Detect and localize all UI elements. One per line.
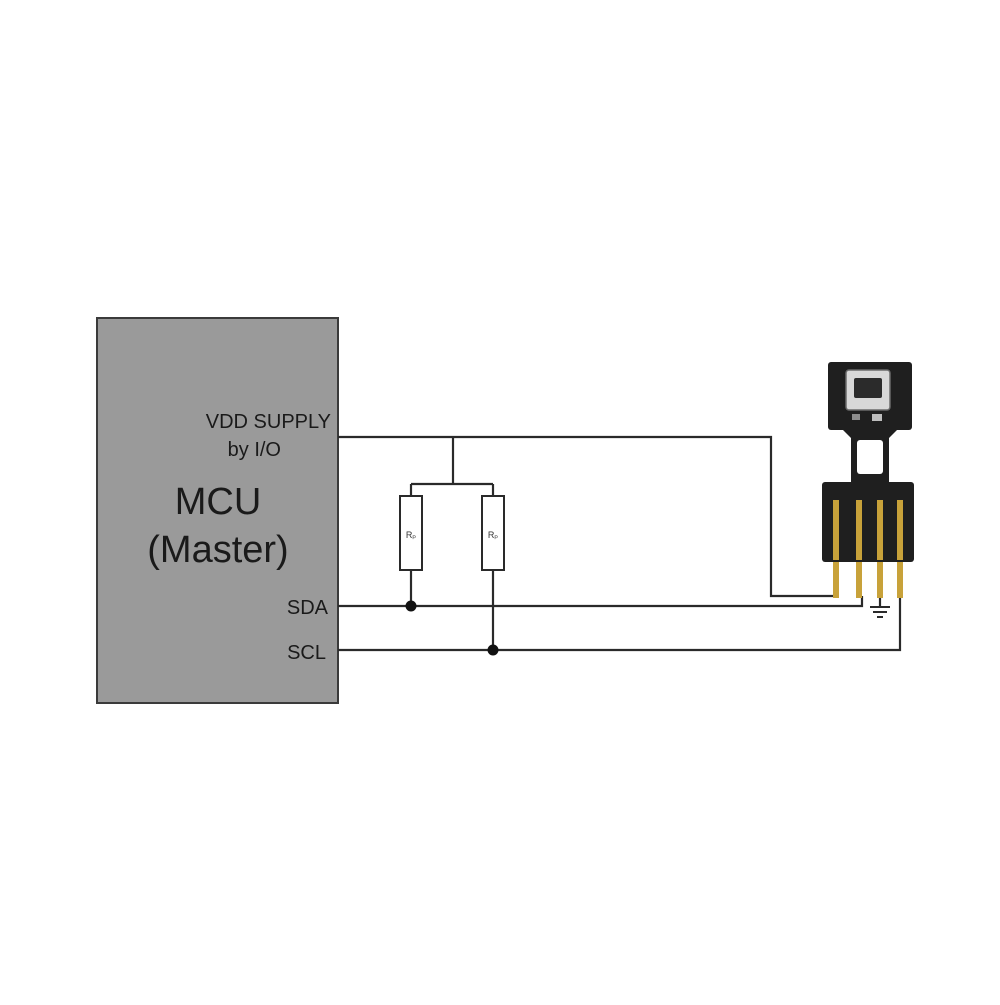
sensor-pin-1-pad xyxy=(833,500,839,560)
sensor-chip-window xyxy=(854,378,882,398)
sda-junction-dot xyxy=(405,600,417,612)
scl-label: SCL xyxy=(287,642,326,664)
mcu-block: VDD SUPPLY by I/O MCU (Master) SDA SCL xyxy=(96,317,339,704)
sensor-smd-part-2 xyxy=(852,414,860,420)
sensor-module xyxy=(822,362,914,598)
sensor-pin-3-pad xyxy=(877,500,883,560)
by-io-label: by I/O xyxy=(228,439,281,461)
sda-line xyxy=(338,596,864,608)
scl-line xyxy=(338,596,902,652)
resistor-left-label: Rₚ xyxy=(406,530,416,540)
sda-wire xyxy=(338,596,864,612)
sensor-neck-slot xyxy=(857,440,883,474)
mcu-body xyxy=(96,317,339,704)
sensor-pin-4-pad xyxy=(897,500,903,560)
vdd-line xyxy=(338,435,836,598)
sensor-connector xyxy=(822,482,914,562)
vdd-wire xyxy=(338,435,836,598)
sda-label: SDA xyxy=(287,597,329,619)
pullup-resistor-left: Rₚ xyxy=(399,495,423,606)
resistor-right-label: Rₚ xyxy=(488,530,498,540)
mcu-subtitle: (Master) xyxy=(147,529,288,571)
vdd-supply-label: VDD SUPPLY xyxy=(206,411,331,433)
mcu-title: MCU xyxy=(175,481,262,523)
scl-junction-dot xyxy=(487,644,499,656)
pullup-resistor-right: Rₚ xyxy=(481,495,505,650)
sensor-smd-part xyxy=(872,414,882,421)
scl-wire xyxy=(338,596,902,656)
sensor-pin-2-pad xyxy=(856,500,862,560)
ground-symbol xyxy=(870,596,890,618)
